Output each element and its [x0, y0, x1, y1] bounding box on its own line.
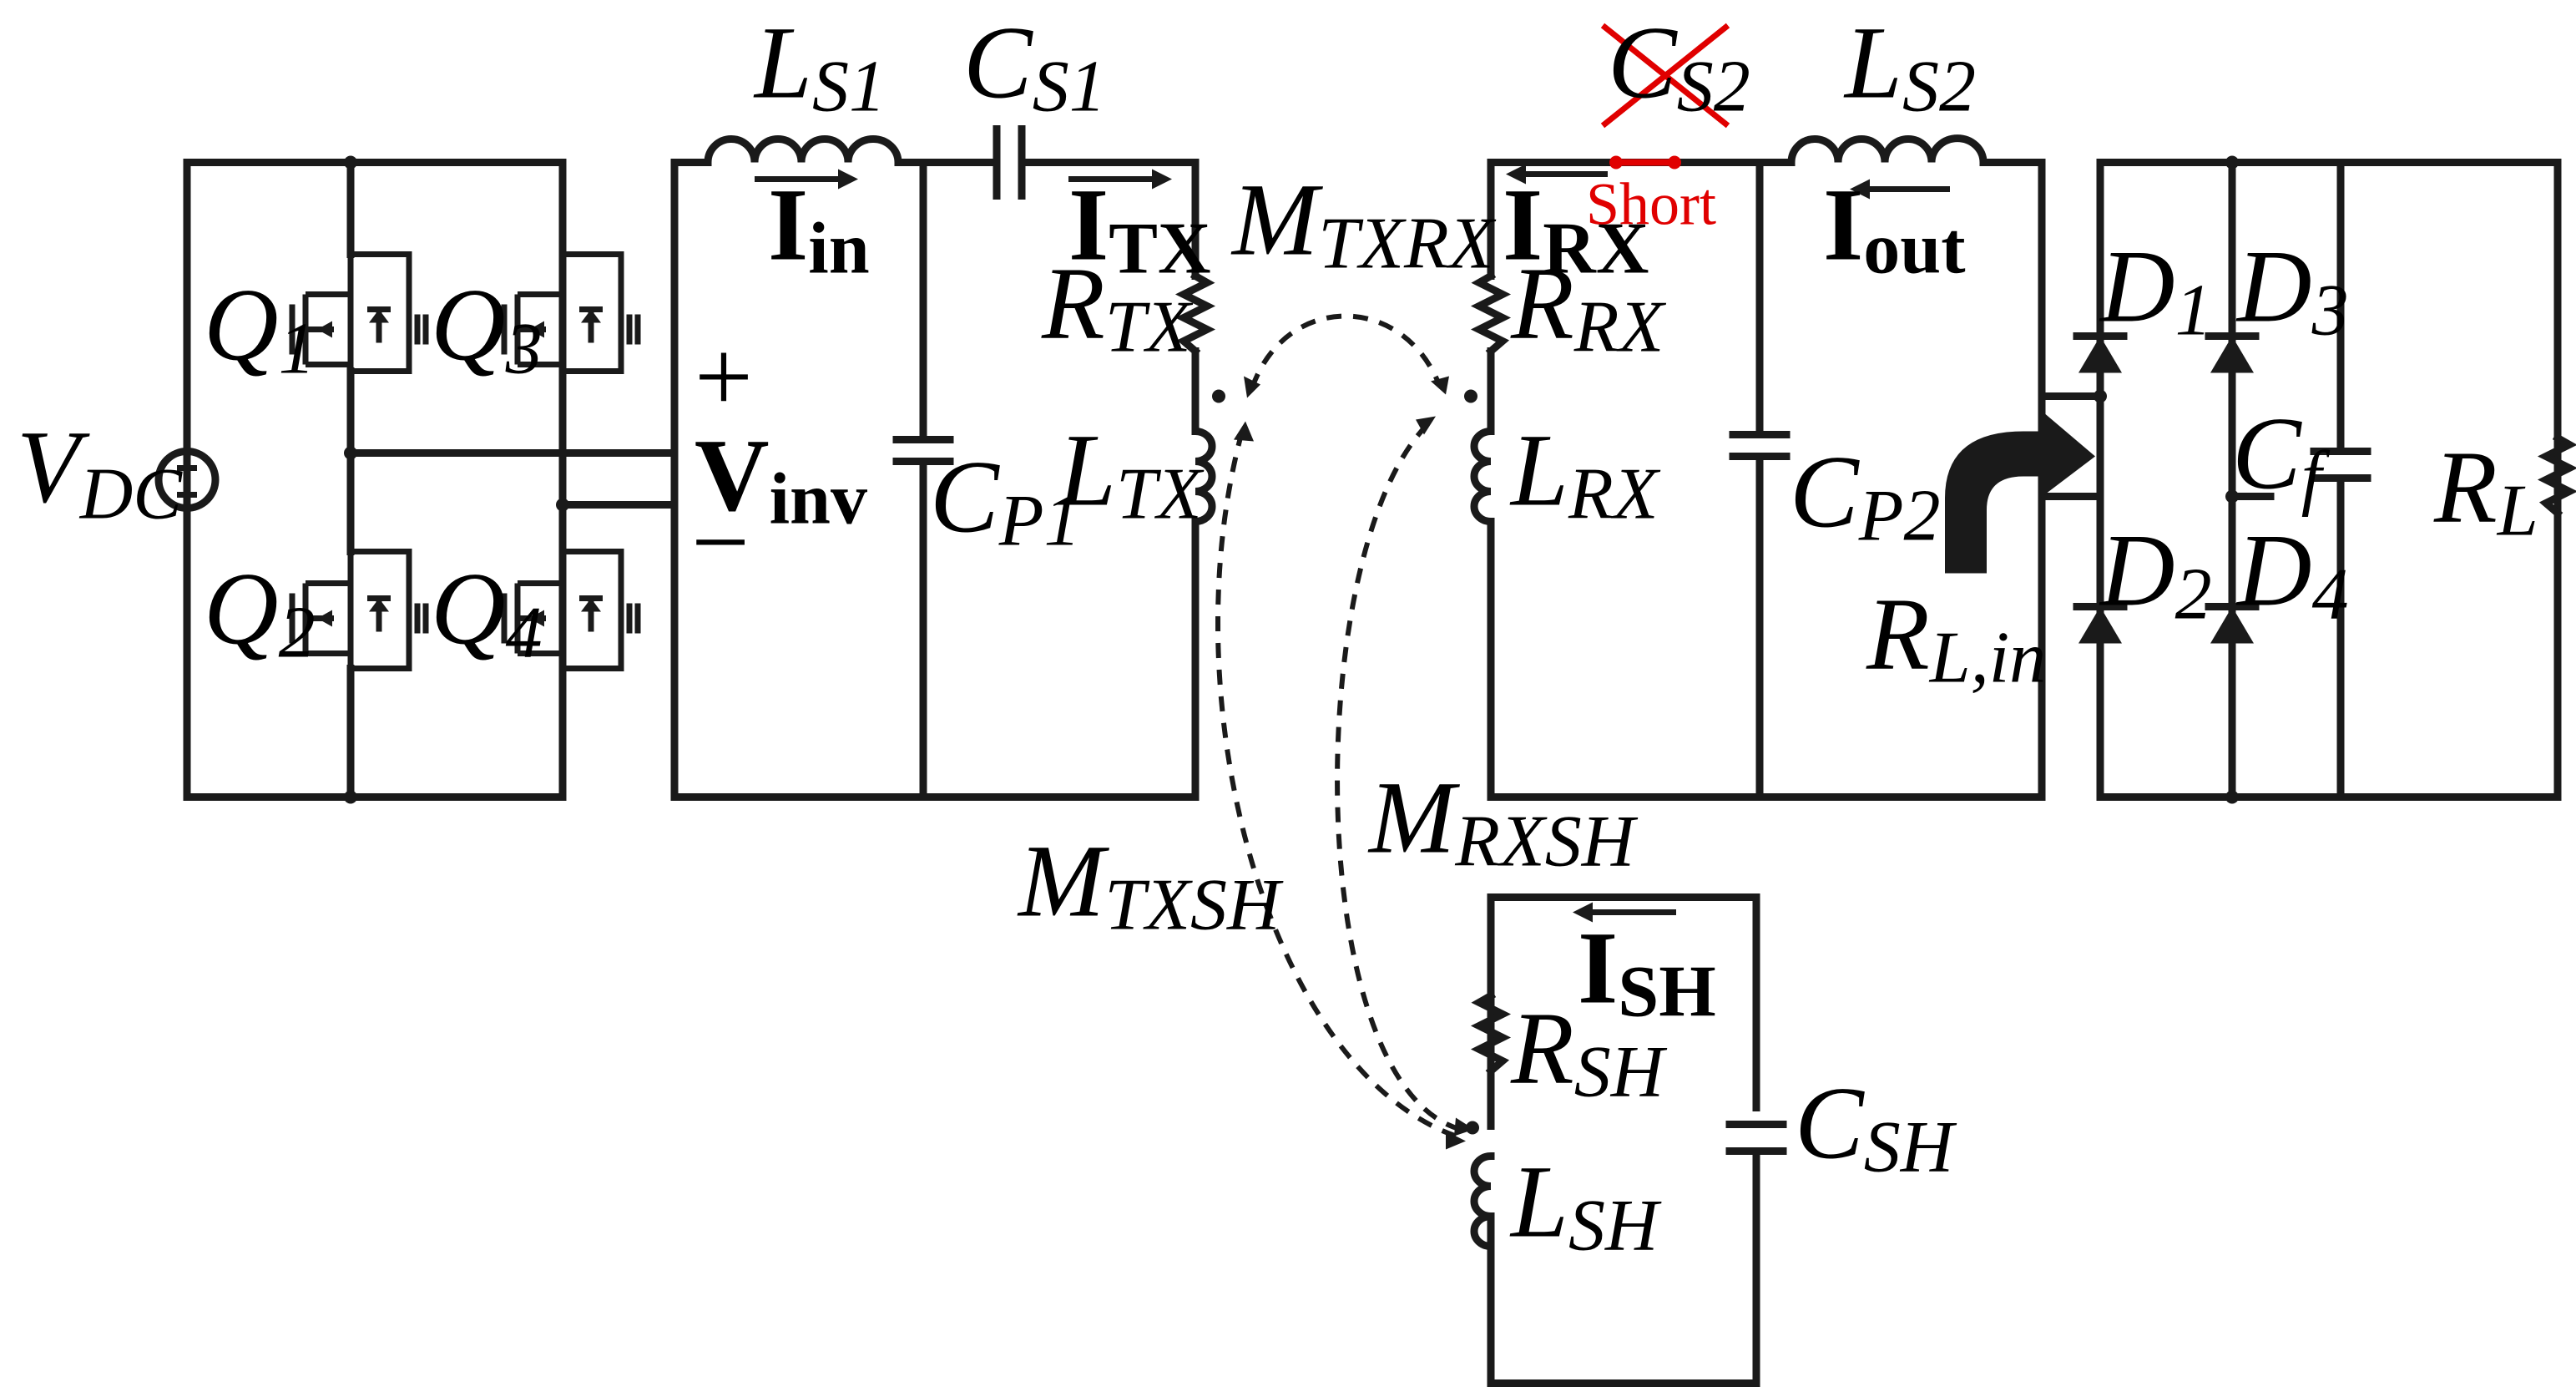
rsh-resistor-icon [1470, 990, 1512, 1076]
lsh-label: LSH [1509, 1145, 1662, 1267]
short-label: Short [1586, 171, 1716, 238]
rsh-label: RSH [1510, 991, 1668, 1113]
cp2-capacitor-icon [1729, 431, 1791, 460]
q4-label: Q4 [431, 552, 543, 674]
ltx-inductor-icon [1191, 427, 1216, 526]
tx-network [670, 125, 1225, 801]
lrx-label: LRX [1509, 413, 1661, 535]
d4-label: D4 [2235, 514, 2349, 635]
mosfet-q4-icon [501, 549, 641, 671]
mosfet-q3-icon [501, 251, 641, 374]
mosfet-q2-icon [289, 549, 429, 671]
rl-resistor-icon [2537, 433, 2576, 519]
q3-label: Q3 [431, 268, 543, 390]
vinv-minus-label: − [691, 485, 750, 600]
q1-label: Q1 [204, 268, 316, 390]
d1-label: D1 [2099, 230, 2212, 352]
cp1-label: CP1 [930, 440, 1080, 562]
rrx-label: RRX [1510, 246, 1667, 368]
csh-label: CSH [1795, 1066, 1957, 1188]
cs2-label: CS2 [1608, 6, 1750, 128]
cs1-capacitor-icon [993, 125, 1026, 200]
ltx-label: LTX [1057, 413, 1205, 535]
vinv-plus-label: + [695, 320, 753, 434]
rx-network [1464, 23, 2104, 801]
rectifier-and-load [1945, 155, 2576, 804]
csh-capacitor-icon [1725, 1121, 1787, 1155]
cf-label: Cf [2232, 397, 2331, 519]
vdc-label: VDC [17, 410, 183, 535]
rlin-label: RL,in [1866, 577, 2046, 699]
cs2-cross-icon [1600, 23, 1730, 129]
itx-label: ITX [1068, 168, 1211, 290]
irx-label: IRX [1503, 168, 1649, 290]
rl-label: RL [2433, 430, 2538, 552]
diode-d1-icon [2073, 332, 2128, 373]
lsh-inductor-icon [1470, 1152, 1495, 1251]
ltx-dot-icon [1212, 389, 1225, 403]
mrxsh-coupling-icon [1335, 423, 1462, 1132]
mtxsh-label: MTXSH [1017, 824, 1284, 946]
shield-network [1466, 893, 1787, 1387]
iin-label: Iin [768, 168, 870, 290]
dc-source-icon [154, 448, 220, 512]
iout-label: Iout [1823, 168, 1966, 290]
vinv-label: Vinv [695, 418, 867, 540]
rtx-resistor-icon [1174, 271, 1216, 357]
mrxsh-label: MRXSH [1367, 761, 1639, 883]
rrx-resistor-icon [1470, 271, 1512, 357]
lrx-dot-icon [1464, 389, 1477, 403]
rtx-label: RTX [1041, 246, 1194, 368]
rlin-arrow-icon [1945, 409, 2095, 574]
diode-d3-icon [2205, 332, 2260, 373]
d2-label: D2 [2099, 514, 2212, 635]
mosfet-q1-icon [289, 251, 429, 374]
d3-label: D3 [2235, 230, 2349, 352]
cf-capacitor-icon [2310, 448, 2371, 482]
cs1-label: CS1 [963, 6, 1106, 128]
diode-d2-icon [2073, 603, 2128, 644]
mutual-coupling-arrows [1215, 313, 1474, 1150]
diode-d4-icon [2205, 603, 2260, 644]
ls2-label: LS2 [1843, 6, 1976, 128]
component-labels: VDC Q1 Q3 Q2 Q4 + Vinv − LS1 CS1 Iin ITX… [17, 6, 2538, 1267]
mtxrx-label: MTXRX [1230, 163, 1497, 285]
ish-label: ISH [1578, 911, 1716, 1033]
cp1-capacitor-icon [892, 436, 954, 465]
q2-label: Q2 [204, 552, 316, 674]
lrx-inductor-icon [1470, 427, 1495, 526]
ls1-inductor-icon [704, 135, 902, 167]
ls1-label: LS1 [753, 6, 886, 128]
cp2-label: CP2 [1790, 435, 1940, 557]
ls2-inductor-icon [1787, 134, 1988, 167]
mtxrx-coupling-icon [1250, 313, 1442, 389]
mtxsh-coupling-icon [1215, 430, 1457, 1139]
